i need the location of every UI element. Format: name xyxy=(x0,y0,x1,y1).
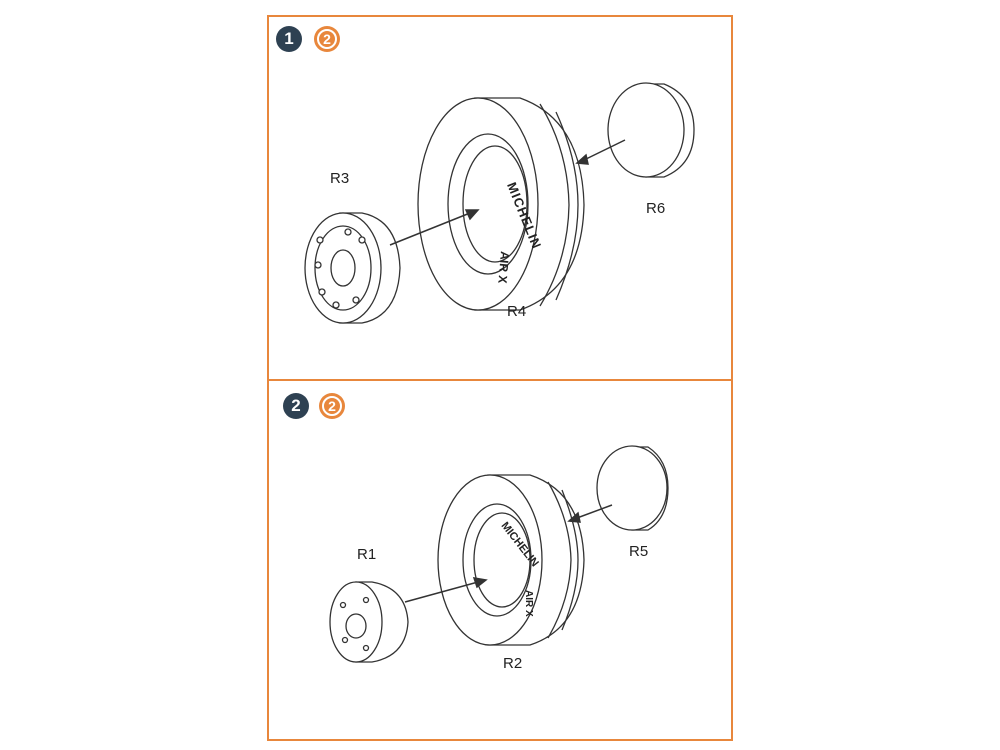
tire-model-text-2: AIR X xyxy=(523,590,534,617)
label-cap-2: R5 xyxy=(629,543,649,560)
label-cap-1: R6 xyxy=(646,200,666,217)
label-tire-2: R2 xyxy=(503,655,523,672)
assembly-arrows-1 xyxy=(389,139,626,246)
cap-part-r5 xyxy=(596,445,669,531)
label-hub-1: R3 xyxy=(330,170,350,187)
tire-part-r2 xyxy=(437,474,585,646)
hub-part-r1 xyxy=(329,581,409,663)
cap-part-r6 xyxy=(607,82,695,178)
step-panel-2 xyxy=(267,379,733,741)
label-tire-1: R4 xyxy=(507,303,527,320)
quantity-badge-2: 2 xyxy=(319,393,345,419)
quantity-badge-1: 2 xyxy=(314,26,340,52)
step-number-2: 2 xyxy=(283,393,309,419)
tire-part-r4 xyxy=(417,97,585,311)
assembly-arrows-2 xyxy=(404,504,613,603)
label-hub-2: R1 xyxy=(357,546,377,563)
step-number-1: 1 xyxy=(276,26,302,52)
hub-part-r3 xyxy=(304,212,401,324)
